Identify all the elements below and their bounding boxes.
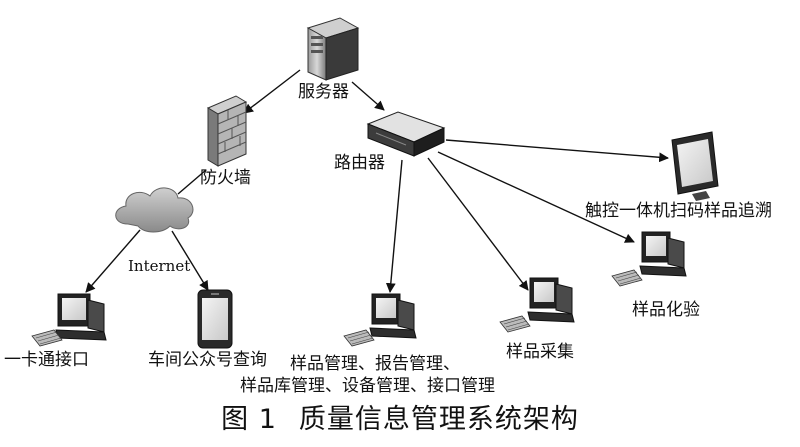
- edge-cloud-phone: [171, 230, 209, 291]
- figure-title: 质量信息管理系统架构: [298, 404, 579, 435]
- touch-terminal-icon: [671, 131, 719, 201]
- sampling-label: 样品采集: [506, 342, 574, 362]
- internet-label: Internet: [128, 257, 191, 275]
- edge-router-lab: [437, 151, 635, 243]
- edge-firewall-cloud: [177, 169, 207, 195]
- edge-router-sampling: [427, 157, 529, 291]
- lab-pc-icon: [611, 231, 687, 287]
- figure-caption: 图 1 质量信息管理系统架构: [0, 397, 800, 436]
- touch-terminal-label: 触控一体机扫码样品追溯: [585, 201, 772, 221]
- firewall-label: 防火墙: [200, 168, 251, 188]
- management-pc-icon: [343, 293, 417, 347]
- connection-lines: [85, 69, 669, 293]
- edge-router-touch: [445, 139, 669, 163]
- edge-server-firewall: [243, 69, 301, 114]
- server-label: 服务器: [298, 82, 349, 102]
- internet-cloud-icon: [115, 187, 194, 233]
- edge-server-router: [351, 81, 385, 111]
- card-interface-label: 一卡通接口: [4, 350, 89, 370]
- figure-number: 图 1: [221, 404, 277, 435]
- mobile-phone-icon: [197, 289, 233, 349]
- wechat-query-label: 车间公众号查询: [148, 350, 267, 370]
- management-label-line1: 样品管理、报告管理、: [290, 354, 460, 374]
- edge-router-management: [385, 159, 403, 293]
- sampling-pc-icon: [499, 277, 575, 333]
- edge-cloud-card: [85, 229, 141, 293]
- card-interface-pc-icon: [31, 293, 107, 347]
- lab-test-label: 样品化验: [632, 300, 700, 320]
- firewall-icon: [206, 95, 248, 167]
- router-label: 路由器: [334, 153, 385, 173]
- management-label-line2: 样品库管理、设备管理、接口管理: [240, 376, 495, 396]
- network-diagram: [31, 17, 719, 349]
- router-icon: [366, 111, 446, 157]
- server-icon: [306, 17, 360, 81]
